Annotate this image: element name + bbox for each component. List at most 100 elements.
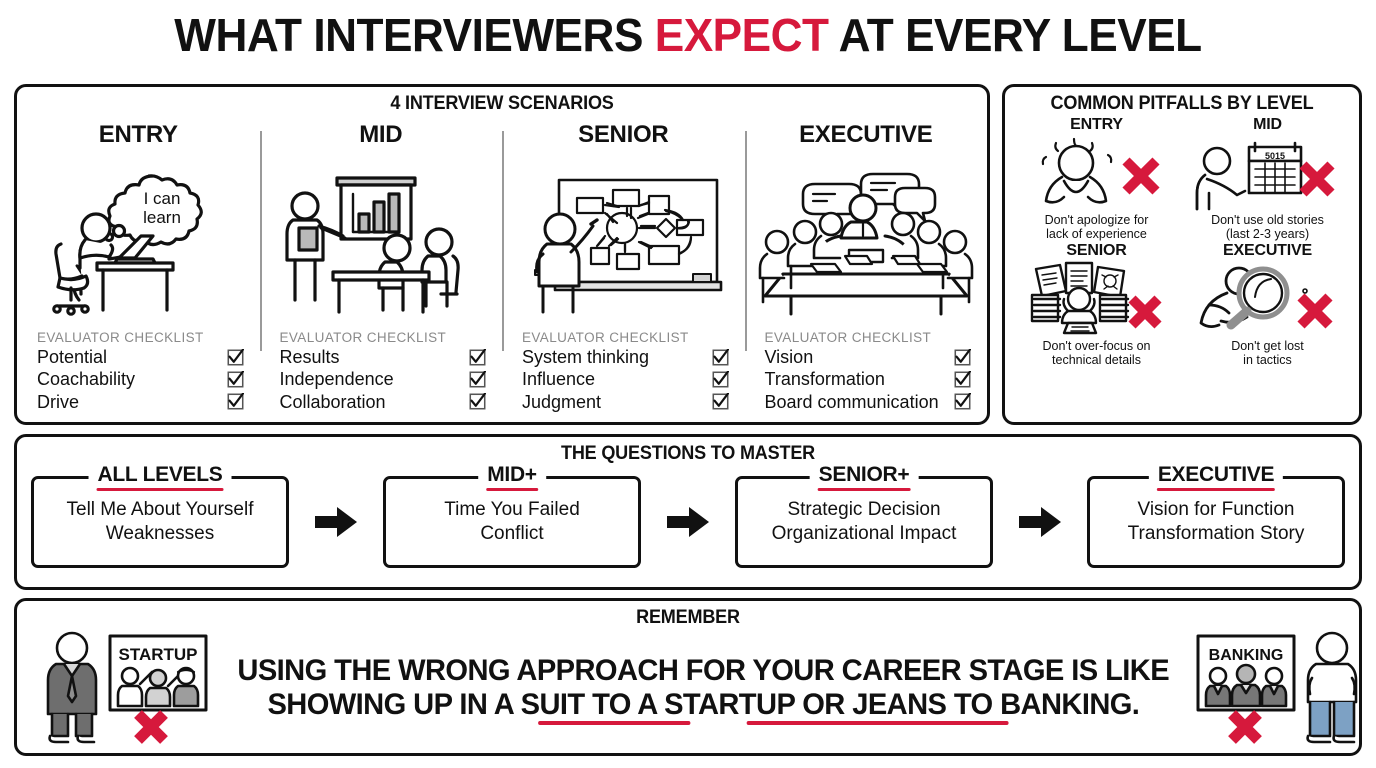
pitfalls-grid: ENTRY [1005,115,1359,367]
paper-stacks-icon [1030,261,1129,323]
question-line: Time You Failed [444,498,580,520]
page-title: WHAT INTERVIEWERS EXPECT AT EVERY LEVEL [28,0,1349,72]
question-step-legend: SENIOR+ [809,463,919,491]
question-line: Conflict [480,523,544,544]
man-in-suit-icon [46,631,98,744]
checklist-row: Coachability [37,368,244,390]
checklist-item-label: System thinking [522,347,650,368]
checklist-row: System thinking [522,346,729,368]
checklist-item-label: Potential [37,347,108,368]
checklist-row: Results [279,346,486,368]
remember-line-2-wrap: SHOWING UP IN A SUIT TO A STARTUP OR JEA… [267,688,1140,726]
checklist-row: Collaboration [279,391,486,413]
checklist-row: Vision [765,346,971,368]
pitfall-level-label: MID [1253,116,1282,133]
red-x-icon [1298,161,1335,197]
remember-heading: REMEMBER [636,607,740,628]
entry-illustration: I can learn [23,151,254,330]
checklist-item-label: Transformation [764,369,885,390]
question-step-all-levels[interactable]: ALL LEVELS Tell Me About Yourself Weakne… [31,463,289,568]
checklist-item-label: Coachability [37,369,136,390]
pitfall-entry-illustration [1022,134,1172,212]
red-x-icon [134,710,168,744]
startup-poster-icon: STARTUP [108,634,208,712]
pitfall-senior-illustration [1022,260,1172,338]
executive-illustration [751,151,982,330]
scenario-column-executive: EXECUTIVE [744,117,988,417]
presenter-person-icon [285,190,347,302]
checklist-row: Independence [279,368,486,390]
title-post: AT EVERY LEVEL [828,9,1202,61]
pitfall-entry: ENTRY [1011,115,1182,241]
pitfall-caption: Don't use old stories(last 2-3 years) [1211,213,1324,241]
checklist-item-label: Independence [279,369,394,390]
system-diagram-icon [575,188,704,270]
scenario-level-executive: EXECUTIVE [799,121,933,148]
person-writing-icon [534,212,599,314]
pitfall-mid: MID 5015 [1182,115,1353,241]
magnifying-glass-icon [1226,266,1289,330]
person-at-desk-icon [71,211,131,302]
buried-person-icon [1060,286,1097,335]
remember-text: USING THE WRONG APPROACH FOR YOUR CAREER… [223,654,1183,726]
dot-decoration [1301,288,1308,294]
pitfalls-panel: COMMON PITFALLS BY LEVEL ENTRY [1002,84,1362,425]
presentation-screen-icon [335,175,417,241]
checklist-item-label: Influence [522,369,596,390]
celebrating-team-icon [116,666,200,708]
thought-bubble-icon [103,173,203,246]
startup-sign-label: STARTUP [118,645,197,664]
underline-startup [537,721,691,726]
right-arrow-icon [667,507,709,537]
scenario-column-mid: MID [259,117,503,417]
red-x-icon [1296,293,1333,329]
laptop-icon [113,233,157,265]
svg-text:learn: learn [143,208,181,227]
checkbox-checked-icon [469,393,486,410]
pitfall-level-label: EXECUTIVE [1223,242,1312,259]
checkbox-checked-icon [954,371,971,388]
checklist-label: EVALUATOR CHECKLIST [279,330,447,346]
question-step-executive[interactable]: EXECUTIVE Vision for Function Transforma… [1087,463,1345,568]
pitfall-executive-illustration [1193,260,1343,338]
checkbox-checked-icon [469,371,486,388]
question-step-senior-plus[interactable]: SENIOR+ Strategic Decision Organizationa… [735,463,993,568]
checkbox-checked-icon [227,348,244,366]
pitfall-caption-text: Don't use old stories(last 2-3 years) [1211,213,1324,241]
svg-text:I can: I can [143,189,180,208]
senior-illustration [508,151,739,330]
pitfall-level-label: SENIOR [1066,242,1127,259]
checkbox-checked-icon [227,393,244,410]
checkbox-checked-icon [227,371,244,388]
checklist-item-label: Results [279,347,340,368]
man-in-jeans-icon [1306,631,1358,744]
old-calendar-icon: 5015 [1247,141,1302,195]
head-seat-person-icon [817,193,909,250]
checkbox-checked-icon [954,348,971,366]
person-pointing-icon [1195,146,1246,211]
scenarios-heading: 4 INTERVIEW SCENARIOS [390,93,614,114]
remember-left-illustration: STARTUP [33,630,223,746]
checklist-row: Board communication [764,391,971,413]
question-step-mid-plus[interactable]: MID+ Time You Failed Conflict [383,463,641,568]
checkbox-checked-icon [954,393,971,410]
checklist-item-label: Collaboration [279,391,386,412]
checkbox-checked-icon [712,393,729,410]
senior-checklist: EVALUATOR CHECKLIST System thinking Infl… [508,330,739,417]
checklist-row: Drive [37,391,244,413]
question-step-legend: ALL LEVELS [88,463,232,491]
question-line: Transformation Story [1127,523,1305,544]
checklist-label: EVALUATOR CHECKLIST [37,330,204,346]
checklist-row: Influence [522,368,729,390]
checklist-row: Potential [37,346,244,368]
red-x-icon [1121,157,1160,195]
questions-flow: ALL LEVELS Tell Me About Yourself Weakne… [17,463,1359,573]
checklist-item-label: Drive [37,391,80,412]
pitfall-executive: EXECUTIVE [1182,241,1353,367]
checklist-item-label: Board communication [764,391,939,412]
mid-illustration [266,151,497,330]
checklist-row: Judgment [522,391,729,413]
